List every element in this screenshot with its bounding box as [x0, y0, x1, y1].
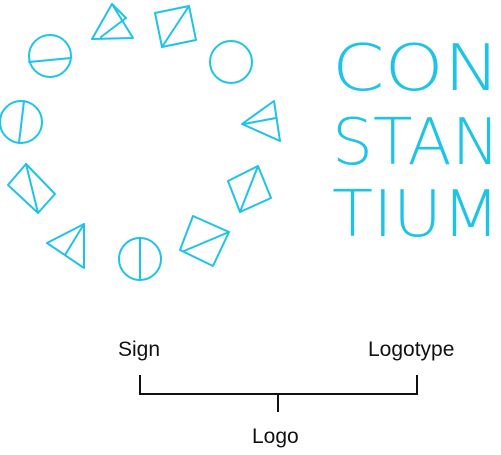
logotype-label: Logotype [368, 338, 455, 361]
triangle-split-icon [241, 100, 281, 142]
circle-icon [209, 40, 253, 84]
triangle-split-icon [91, 3, 134, 40]
logo-bracket [139, 375, 418, 412]
sign-label: Sign [118, 338, 161, 361]
logotype-line: STAN [332, 106, 500, 180]
square-split-icon [179, 215, 230, 267]
triangle-split-icon [46, 223, 85, 269]
circle-split-icon [118, 237, 162, 281]
logotype: CON STAN TIUM [332, 32, 500, 252]
square-split-icon [154, 5, 197, 48]
logotype-line: CON [332, 32, 500, 106]
square-split-icon [227, 165, 272, 213]
logo-label: Logo [252, 425, 299, 448]
sign-mark [0, 3, 281, 281]
logotype-line: TIUM [332, 178, 500, 252]
square-split-icon [7, 163, 56, 214]
circle-split-icon [28, 34, 72, 78]
circle-split-icon [0, 100, 43, 144]
